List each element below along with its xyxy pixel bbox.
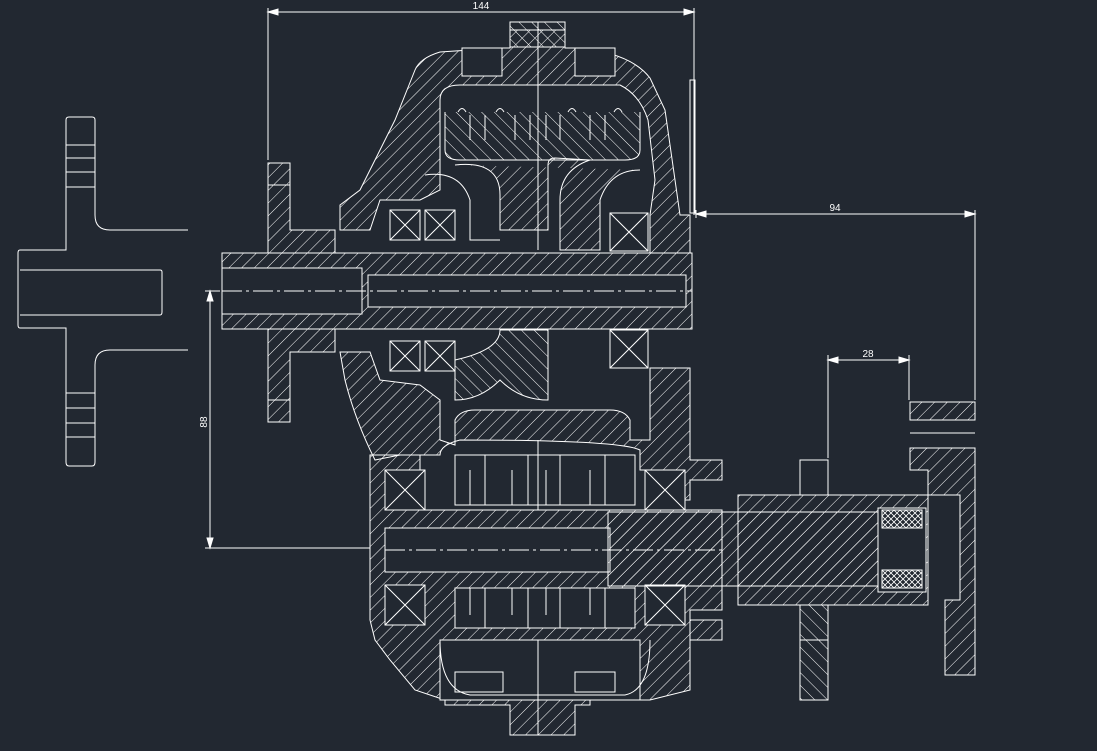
input-shaft xyxy=(221,252,693,330)
dim-shaft-spacing xyxy=(205,289,370,550)
dim-right-offset xyxy=(694,210,977,400)
dim-text-top-width: 144 xyxy=(473,1,490,12)
dim-text-right-offset: 94 xyxy=(829,203,841,214)
upper-turbine-core xyxy=(424,157,641,251)
housing-upper xyxy=(339,21,696,254)
lower-gear-assembly xyxy=(369,440,723,736)
dim-top-width xyxy=(266,8,696,215)
upper-bearings xyxy=(389,209,649,372)
side-view-coupling xyxy=(17,116,188,467)
dim-flange-width xyxy=(826,355,911,458)
upper-gear-fins xyxy=(444,108,641,161)
dim-text-shaft-spacing: 88 xyxy=(199,416,210,428)
input-flange xyxy=(267,162,336,423)
output-shaft xyxy=(607,459,929,701)
output-flange xyxy=(909,401,976,676)
dim-text-flange-width: 28 xyxy=(862,349,874,360)
